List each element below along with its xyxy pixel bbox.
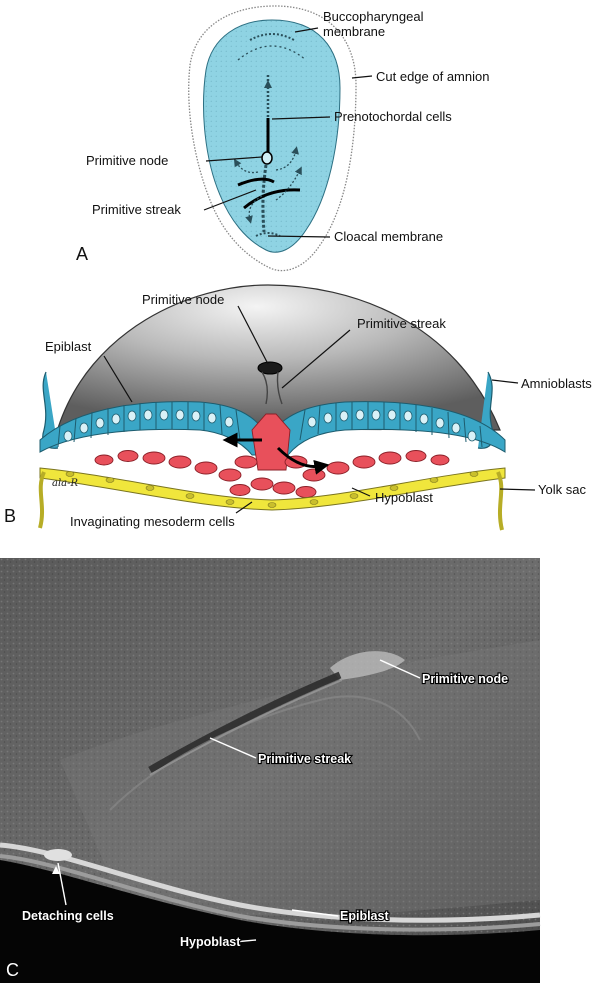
label-invaginating-mesoderm: Invaginating mesoderm cells <box>70 514 235 529</box>
hypoblast-layer <box>39 467 506 511</box>
label-prenotochordal-cells: Prenotochordal cells <box>334 109 452 124</box>
amnion-dome <box>57 284 501 431</box>
panel-letter-b: B <box>4 506 16 526</box>
panel-b: ala-R Primitive node Primitive streak Ep… <box>4 284 592 531</box>
panel-c: Primitive node Primitive streak Epiblast… <box>0 558 541 983</box>
label-hypoblast-c: Hypoblast <box>180 935 241 949</box>
label-yolk-sac: Yolk sac <box>538 482 586 497</box>
migration-arrow <box>243 188 301 210</box>
yolk-sac-left <box>38 471 46 529</box>
panel-letter-a: A <box>76 244 88 264</box>
label-hypoblast-b: Hypoblast <box>375 490 433 505</box>
mesoderm-cells <box>94 413 450 498</box>
label-cloacal-membrane: Cloacal membrane <box>334 229 443 244</box>
label-epiblast-b: Epiblast <box>45 339 92 354</box>
label-primitive-node-a: Primitive node <box>86 153 168 168</box>
label-buccopharyngeal-line2: membrane <box>323 24 385 39</box>
panel-letter-c: C <box>6 960 19 980</box>
label-primitive-streak-b: Primitive streak <box>357 316 446 331</box>
artist-signature: ala-R <box>52 478 79 489</box>
label-primitive-node-c: Primitive node <box>422 672 508 686</box>
panel-a: Buccopharyngeal membrane Cut edge of amn… <box>76 5 489 272</box>
label-epiblast-c: Epiblast <box>340 909 389 923</box>
label-buccopharyngeal-line1: Buccopharyngeal <box>323 9 424 24</box>
sem-primitive-streak <box>148 671 342 774</box>
migration-arrow <box>237 177 275 187</box>
label-cut-edge-amnion: Cut edge of amnion <box>376 69 489 84</box>
cloacal-membrane <box>255 232 281 237</box>
primitive-node-pit <box>257 361 283 375</box>
epiblast-cells <box>57 402 483 448</box>
label-primitive-node-b: Primitive node <box>142 292 224 307</box>
primitive-node <box>261 151 273 165</box>
label-amnioblasts: Amnioblasts <box>521 376 592 391</box>
label-primitive-streak-c: Primitive streak <box>258 752 351 766</box>
mesoderm-arrow-right <box>276 446 330 475</box>
sem-void <box>0 860 540 983</box>
sem-primitive-node <box>330 651 405 680</box>
yolk-sac-right <box>496 471 504 531</box>
label-detaching-cells: Detaching cells <box>22 909 114 923</box>
label-primitive-streak-a: Primitive streak <box>92 202 181 217</box>
